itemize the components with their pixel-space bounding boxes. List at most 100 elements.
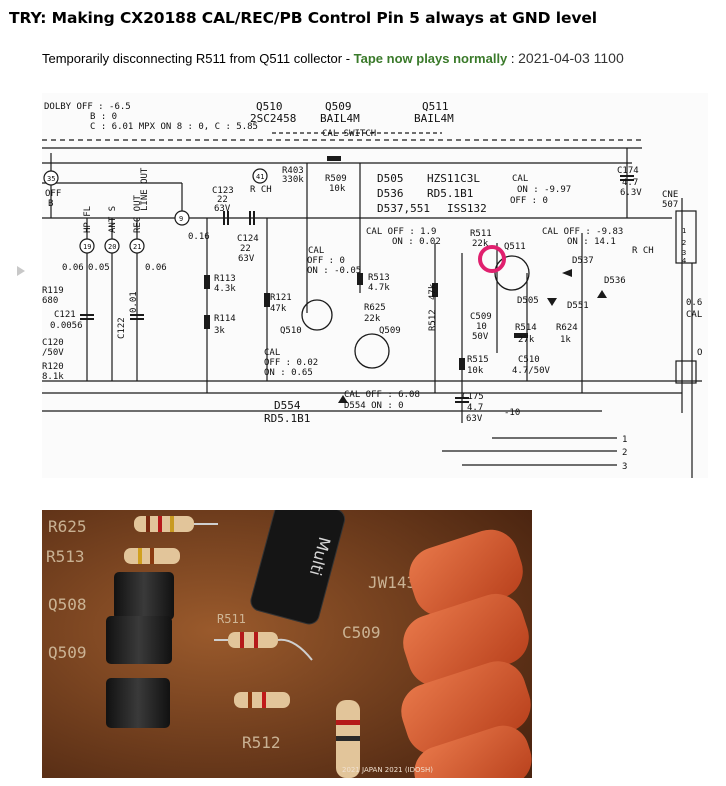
d536-part: RD5.1B1 [427,187,473,200]
cal-q511-off: CAL OFF : -9.83 [542,227,623,237]
d551-small: D551 [567,301,589,311]
cne-pin3: 3 [682,249,686,257]
q510-part: 2SC2458 [250,112,296,125]
c175-voltage: 63V [466,414,483,424]
d505-small: D505 [517,296,539,306]
pin35-b: B [48,199,53,209]
r403-label: R403 [282,166,304,176]
cal-q510b-off: OFF : 0.02 [264,358,318,368]
photo-caption: Temporarily disconnecting R511 from Q511… [42,50,624,66]
r113-value: 4.3k [214,284,236,294]
cal-q510b-on: ON : 0.65 [264,368,313,378]
bus-3: 3 [622,462,627,472]
q509-small: Q509 [379,326,401,336]
r113-label: R113 [214,274,236,284]
caption-prefix: Temporarily disconnecting R511 from Q511… [42,51,354,66]
c121-value: 0.0056 [50,321,83,331]
cal-r511-on: ON : 0.02 [392,237,441,247]
r624-label: R624 [556,323,578,333]
pin20: 20 [108,243,116,251]
dolby-c: C : 6.01 MPX ON 8 : 0, C : 5.85 [90,122,258,132]
c124-label: C124 [237,234,259,244]
r121-label: R121 [270,293,292,303]
c122-label: C122 [117,317,127,339]
pin41: 41 [256,173,264,181]
pin19-value: 0.06 [62,263,84,273]
r624-value: 1k [560,335,571,345]
rec-out-label: REC OUT [133,194,143,233]
r403-value: 330k [282,175,304,185]
q509-label: Q509 [325,100,352,113]
photo-watermark: 2021 JAPAN 2021 (IDOSH) [342,766,433,774]
r119-value: 680 [42,296,58,306]
c124-value: 22 [240,244,251,254]
q511-label: Q511 [422,100,449,113]
c174-label: C174 [617,166,639,176]
c175-label: C175 [462,392,484,402]
r119-label: R119 [42,286,64,296]
cal-top-off: OFF : 0 [510,196,548,206]
r513-label: R513 [368,273,390,283]
c123-voltage: 63V [214,204,231,214]
dolby-label: DOLBY OFF : -6.5 [44,102,131,112]
r512-value: 47k [428,283,438,300]
schematic-image: DOLBY OFF : -6.5 B : 0 C : 6.01 MPX ON 8… [42,93,708,478]
r625-label: R625 [364,303,386,313]
d537-part: ISS132 [447,202,487,215]
r114-label: R114 [214,314,236,324]
cal-q510: CAL [308,246,324,256]
pin35-off: OFF [45,189,61,199]
minus10-label: -10 [504,408,520,418]
cal-q510-off: OFF : 0 [307,256,345,266]
pin21-value: 0.06 [145,263,167,273]
r120-label: R120 [42,362,64,372]
c509-label: C509 [470,312,492,322]
pcb-r512: R512 [242,733,281,752]
pcb-q508: Q508 [48,595,87,614]
rch2-label: R CH [632,246,654,256]
pcb-q509: Q509 [48,643,87,662]
caption-timestamp: 2021-04-03 1100 [518,50,624,66]
r514-value: 27k [518,335,535,345]
bus-1: 1 [622,435,627,445]
r511-label: R511 [470,229,492,239]
caption-status: Tape now plays normally [353,51,508,66]
c509-voltage: 50V [472,332,489,342]
bus-2: 2 [622,448,627,458]
cne-pin4: 4 [682,257,686,265]
r509-label: R509 [325,174,347,184]
cal-d554-off: CAL OFF : 6.08 [344,390,420,400]
dolby-b: B : 0 [90,112,117,122]
r625-value: 22k [364,314,381,324]
caption-separator: : [507,51,519,66]
q510-small: Q510 [280,326,302,336]
r514-label: R514 [515,323,537,333]
r509-value: 10k [329,184,346,194]
pin19: 19 [83,243,91,251]
c175-value: 4.7 [467,403,483,413]
q510-label: Q510 [256,100,283,113]
d505-part: HZS11C3L [427,172,480,185]
d536-label: D536 [377,187,404,200]
c120-value: /50V [42,348,64,358]
c174-voltage: 6.3V [620,188,642,198]
q511-small: Q511 [504,242,526,252]
v016: 0.16 [188,232,210,242]
pcb-photo: R625 R513 Q508 Q509 C509 R512 R511 JW143 [42,510,532,778]
c124-voltage: 63V [238,254,255,264]
expand-arrow-icon[interactable] [17,266,25,276]
d537-small: D537 [572,256,594,266]
pin21: 21 [133,243,141,251]
r120-value: 8.1k [42,372,64,382]
c510-label: C510 [518,355,540,365]
r512-label: R512 [428,309,438,331]
cal-q511-on: ON : 14.1 [567,237,616,247]
d536-small: D536 [604,276,626,286]
cal-d554-on: D554 ON : 0 [344,401,404,411]
cal-q510b: CAL [264,348,280,358]
c121-label: C121 [54,310,76,320]
c174-value: 4.7 [622,178,638,188]
page-title: TRY: Making CX20188 CAL/REC/PB Control P… [9,9,597,27]
r511-value: 22k [472,239,489,249]
line-out-label: LINE OUT [140,167,150,211]
